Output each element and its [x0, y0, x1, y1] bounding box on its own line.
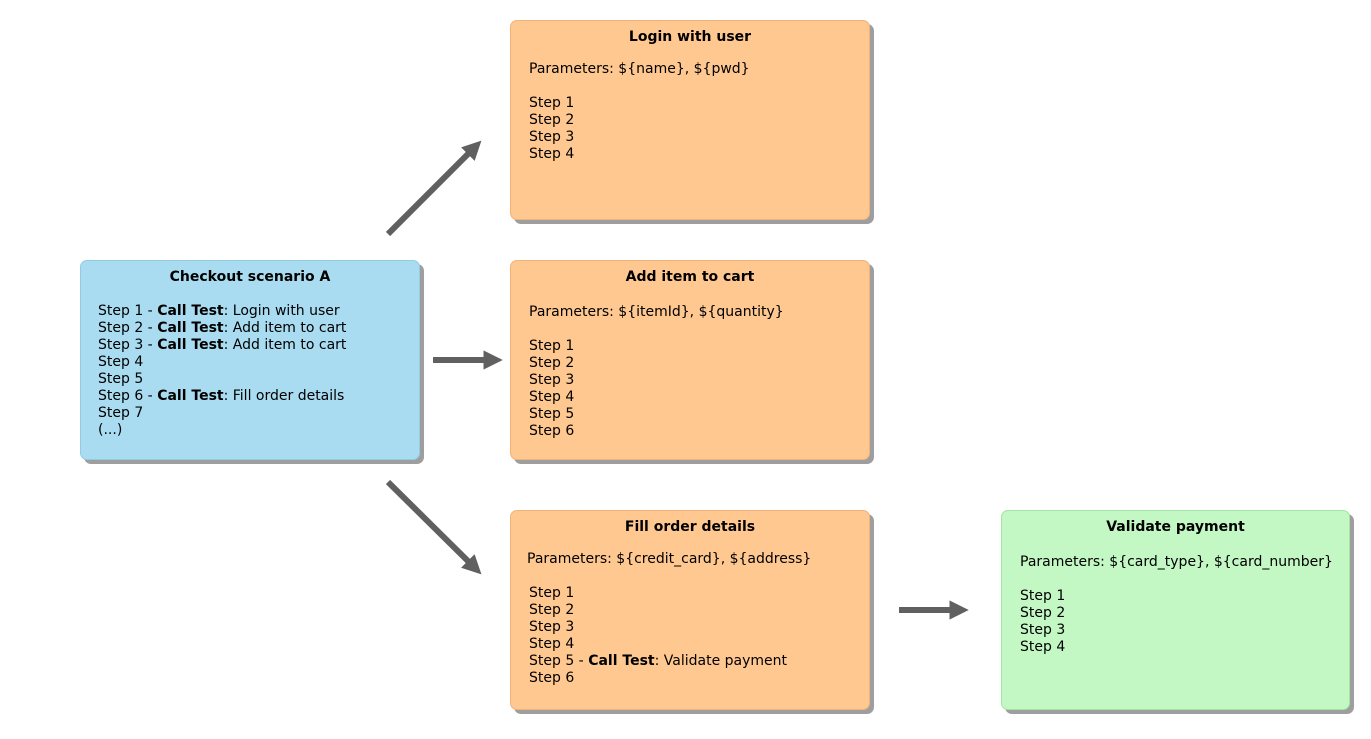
step-label: Step 2	[1020, 605, 1066, 621]
step-label: Step 3	[1020, 622, 1066, 638]
step-item: Step 1	[529, 585, 787, 602]
step-label: Step 4	[529, 146, 575, 162]
step-item: Step 1	[1020, 588, 1065, 605]
login-with-user-box: Login with user Parameters: ${name}, ${p…	[510, 20, 870, 220]
step-item: Step 7	[98, 405, 346, 422]
step-label: Step 3 -	[98, 337, 158, 353]
step-item: Step 2 - Call Test: Add item to cart	[98, 320, 346, 337]
step-label: Step 4	[1020, 639, 1066, 655]
step-label: Step 1	[529, 585, 575, 601]
validate-payment-box: Validate payment Parameters: ${card_type…	[1001, 510, 1350, 710]
step-item: Step 3	[1020, 622, 1065, 639]
step-label: Step 1 -	[98, 303, 158, 319]
step-item: Step 2	[529, 355, 574, 372]
step-item: Step 2	[529, 602, 787, 619]
step-label: Step 5	[98, 371, 144, 387]
arrow-to-login	[385, 140, 482, 237]
step-item: Step 6 - Call Test: Fill order details	[98, 388, 346, 405]
step-label: Step 1	[529, 95, 575, 111]
login-with-user-parameters: Parameters: ${name}, ${pwd}	[529, 61, 750, 77]
called-test-name: : Add item to cart	[223, 320, 347, 336]
fill-order-details-parameters: Parameters: ${credit_card}, ${address}	[527, 551, 812, 567]
step-item: Step 4	[1020, 639, 1065, 656]
step-label: Step 6 -	[98, 388, 158, 404]
step-item: Step 5	[98, 371, 346, 388]
step-label: Step 2 -	[98, 320, 158, 336]
step-label: Step 7	[98, 405, 144, 421]
fill-order-details-box: Fill order details Parameters: ${credit_…	[510, 510, 870, 710]
step-item: Step 3 - Call Test: Add item to cart	[98, 337, 346, 354]
checkout-scenario-box: Checkout scenario A Step 1 - Call Test: …	[80, 260, 420, 460]
step-item: Step 5 - Call Test: Validate payment	[529, 653, 787, 670]
add-item-to-cart-title: Add item to cart	[625, 269, 755, 285]
validate-payment-title: Validate payment	[1106, 519, 1245, 535]
step-item: Step 2	[529, 112, 574, 129]
step-item: Step 4	[529, 389, 574, 406]
fill-order-details-title: Fill order details	[624, 519, 756, 535]
step-label: Step 2	[529, 112, 575, 128]
step-label: (...)	[98, 422, 123, 438]
step-item: Step 4	[529, 146, 574, 163]
step-item: Step 4	[529, 636, 787, 653]
step-label: Step 1	[1020, 588, 1066, 604]
validate-payment-parameters: Parameters: ${card_type}, ${card_number}	[1020, 554, 1333, 570]
checkout-scenario-title: Checkout scenario A	[169, 269, 331, 285]
step-label: Step 4	[529, 389, 575, 405]
step-item: Step 5	[529, 406, 574, 423]
call-test-keyword: Call Test	[157, 303, 224, 319]
step-item: Step 3	[529, 619, 787, 636]
step-item: Step 2	[1020, 605, 1065, 622]
step-label: Step 4	[529, 636, 575, 652]
step-item: Step 1	[529, 338, 574, 355]
call-test-keyword: Call Test	[588, 653, 655, 669]
call-test-keyword: Call Test	[157, 388, 224, 404]
step-item: Step 6	[529, 423, 574, 440]
called-test-name: : Validate payment	[654, 653, 787, 669]
step-item: Step 1	[529, 95, 574, 112]
called-test-name: : Login with user	[223, 303, 340, 319]
step-label: Step 3	[529, 129, 575, 145]
step-item: Step 4	[98, 354, 346, 371]
add-item-to-cart-parameters: Parameters: ${itemId}, ${quantity}	[529, 304, 784, 320]
step-label: Step 4	[98, 354, 144, 370]
step-item: Step 6	[529, 670, 787, 687]
step-label: Step 6	[529, 423, 575, 439]
step-label: Step 5	[529, 406, 575, 422]
step-label: Step 2	[529, 355, 575, 371]
step-item: Step 3	[529, 372, 574, 389]
add-item-to-cart-box: Add item to cart Parameters: ${itemId}, …	[510, 260, 870, 460]
step-label: Step 3	[529, 619, 575, 635]
call-test-keyword: Call Test	[157, 320, 224, 336]
step-label: Step 2	[529, 602, 575, 618]
step-label: Step 5 -	[529, 653, 589, 669]
step-label: Step 6	[529, 670, 575, 686]
login-with-user-title: Login with user	[628, 29, 752, 45]
call-test-keyword: Call Test	[157, 337, 224, 353]
step-label: Step 1	[529, 338, 575, 354]
step-item: (...)	[98, 422, 346, 439]
step-label: Step 3	[529, 372, 575, 388]
step-item: Step 1 - Call Test: Login with user	[98, 303, 346, 320]
arrow-to-order	[385, 479, 482, 575]
called-test-name: : Fill order details	[223, 388, 345, 404]
called-test-name: : Add item to cart	[223, 337, 347, 353]
step-item: Step 3	[529, 129, 574, 146]
